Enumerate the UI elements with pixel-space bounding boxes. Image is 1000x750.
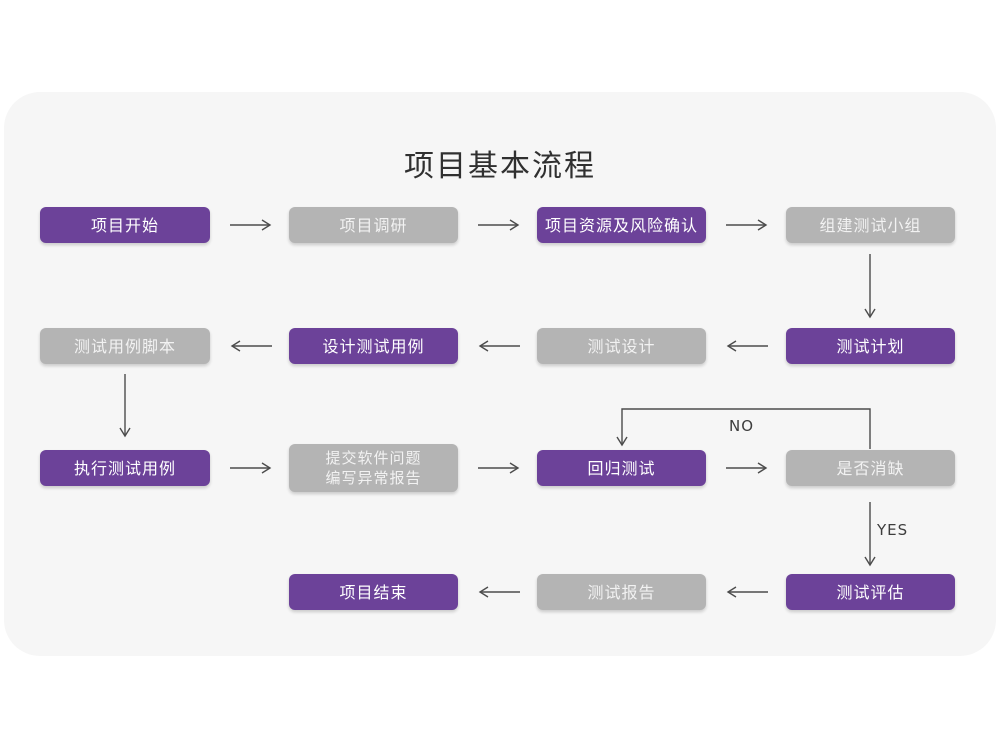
node-project-resources: 项目资源及风险确认 xyxy=(537,207,706,243)
page-title: 项目基本流程 xyxy=(404,149,596,184)
edge-label-no: NO xyxy=(729,417,755,435)
node-label: 设计测试用例 xyxy=(322,336,425,356)
node-label: 测试计划 xyxy=(836,336,905,356)
node-defect-cleared: 是否消缺 xyxy=(786,450,955,486)
edge-label-yes: YES xyxy=(877,521,909,539)
node-label: 测试评估 xyxy=(836,582,905,602)
node-label: 项目资源及风险确认 xyxy=(544,215,698,235)
node-design-test-case: 设计测试用例 xyxy=(289,328,458,364)
node-label: 测试设计 xyxy=(587,336,656,356)
node-test-report: 测试报告 xyxy=(537,574,706,610)
node-label: 项目开始 xyxy=(90,215,159,235)
node-label: 提交软件问题 xyxy=(325,449,422,467)
node-project-start: 项目开始 xyxy=(40,207,210,243)
node-project-research: 项目调研 xyxy=(289,207,458,243)
node-label: 项目调研 xyxy=(339,215,408,235)
node-test-evaluation: 测试评估 xyxy=(786,574,955,610)
node-test-case-script: 测试用例脚本 xyxy=(40,328,210,364)
flowchart-panel xyxy=(4,92,996,656)
node-label: 执行测试用例 xyxy=(73,458,176,478)
node-label: 是否消缺 xyxy=(836,458,905,478)
node-label: 组建测试小组 xyxy=(819,215,922,235)
node-execute-test-case: 执行测试用例 xyxy=(40,450,210,486)
node-test-plan: 测试计划 xyxy=(786,328,955,364)
node-label: 编写异常报告 xyxy=(325,469,422,487)
node-label: 测试报告 xyxy=(587,582,656,602)
node-project-end: 项目结束 xyxy=(289,574,458,610)
node-build-test-team: 组建测试小组 xyxy=(786,207,955,243)
node-submit-issue-report: 提交软件问题编写异常报告 xyxy=(289,444,458,492)
node-label: 回归测试 xyxy=(587,458,656,478)
node-regression-test: 回归测试 xyxy=(537,450,706,486)
node-test-design: 测试设计 xyxy=(537,328,706,364)
node-label: 项目结束 xyxy=(339,582,408,602)
node-label: 测试用例脚本 xyxy=(73,336,176,356)
